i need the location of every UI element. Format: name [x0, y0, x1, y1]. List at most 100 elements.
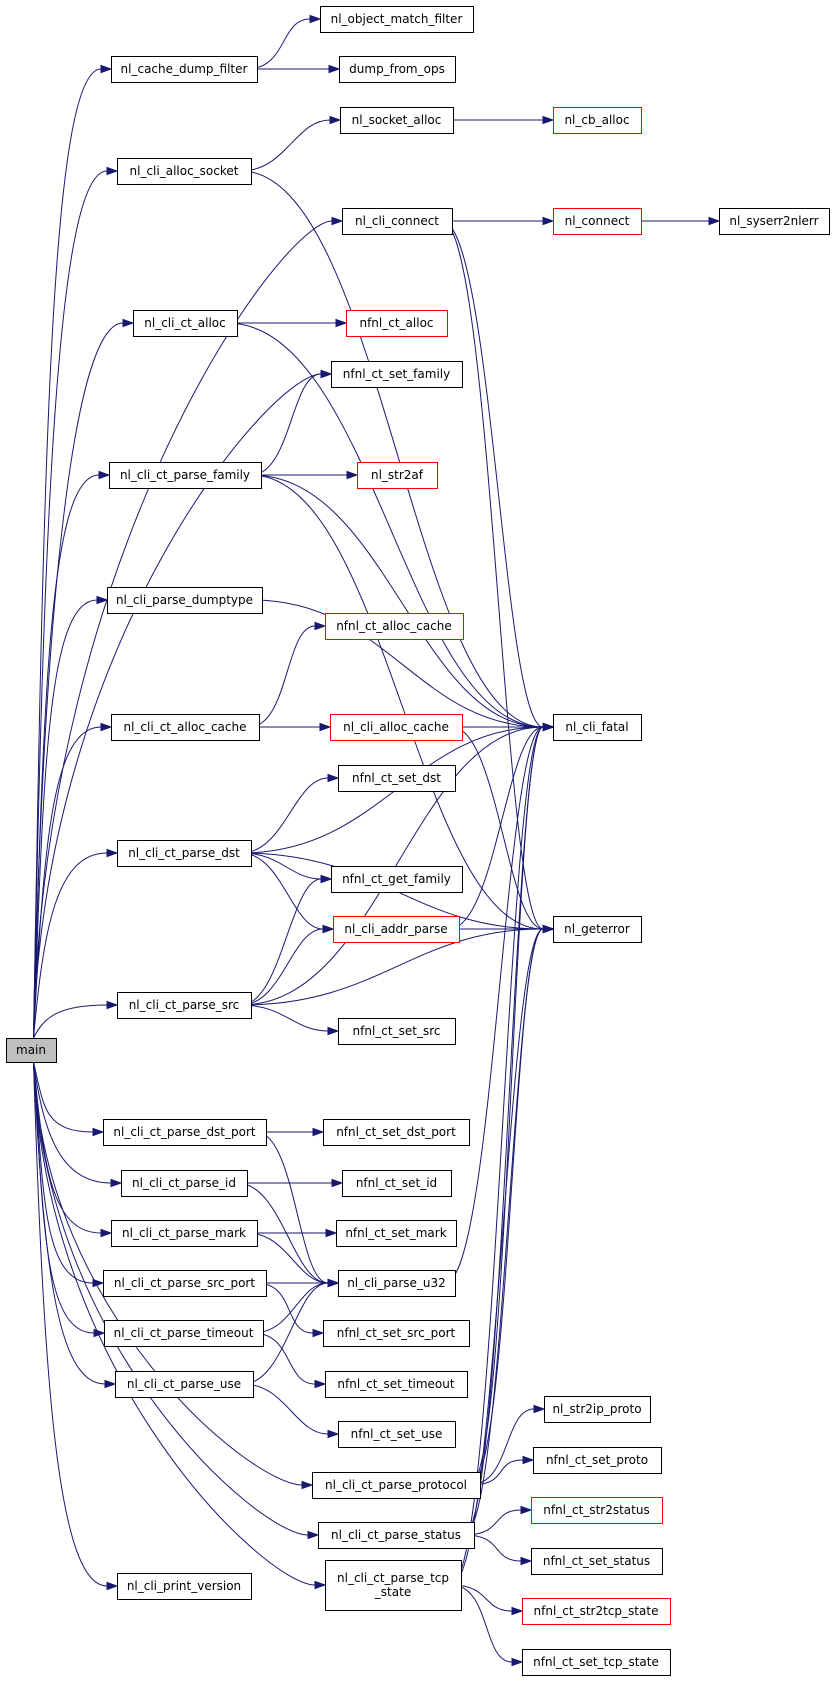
node-nl-cli-addr-parse[interactable]: nl_cli_addr_parse [333, 916, 460, 943]
node-nl-cli-ct-parse-tcp-state[interactable]: nl_cli_ct_parse_tcp_state [325, 1560, 462, 1611]
node-label: nl_cli_ct_parse_src [129, 998, 240, 1012]
node-label: nfnl_ct_set_use [351, 1427, 443, 1441]
node-nl-cli-ct-parse-protocol[interactable]: nl_cli_ct_parse_protocol [312, 1472, 481, 1499]
node-label: nfnl_ct_str2tcp_state [534, 1604, 659, 1618]
node-nl-cache-dump-filter[interactable]: nl_cache_dump_filter [111, 56, 258, 83]
edge-main-to-nl-cache-dump-filter [33, 64, 113, 1039]
node-nl-cli-alloc-cache[interactable]: nl_cli_alloc_cache [330, 714, 463, 741]
node-nfnl-ct-set-mark[interactable]: nfnl_ct_set_mark [336, 1220, 457, 1247]
node-label: nl_cli_ct_parse_src_port [114, 1276, 255, 1290]
edge-main-to-nl-cli-alloc-socket [33, 166, 119, 1039]
node-label: nl_cli_parse_u32 [347, 1276, 446, 1290]
edge-nl-cli-ct-parse-dst-to-nfnl-ct-get-family [240, 852, 333, 884]
node-nl-cli-ct-parse-timeout[interactable]: nl_cli_ct_parse_timeout [104, 1320, 264, 1347]
node-nfnl-ct-set-src[interactable]: nfnl_ct_set_src [338, 1018, 456, 1045]
node-nfnl-ct-alloc-cache[interactable]: nfnl_ct_alloc_cache [325, 613, 464, 640]
edge-main-to-nl-cli-parse-dumptype [33, 595, 109, 1039]
node-nl-cli-parse-u32[interactable]: nl_cli_parse_u32 [338, 1270, 456, 1297]
node-label: nl_str2af [371, 468, 424, 482]
node-nl-connect[interactable]: nl_connect [553, 208, 642, 235]
node-nfnl-ct-set-id[interactable]: nfnl_ct_set_id [342, 1170, 452, 1197]
node-label: nfnl_ct_set_family [343, 367, 450, 381]
node-nl-cli-connect[interactable]: nl_cli_connect [342, 208, 453, 235]
node-label: nl_cli_print_version [127, 1579, 241, 1593]
node-nfnl-ct-get-family[interactable]: nfnl_ct_get_family [331, 866, 463, 893]
node-label: nl_geterror [564, 922, 630, 936]
node-nl-cli-ct-parse-status[interactable]: nl_cli_ct_parse_status [318, 1522, 475, 1549]
node-label: nfnl_ct_set_dst [352, 771, 441, 785]
edge-nl-cli-ct-parse-dst-to-nfnl-ct-set-dst [240, 773, 340, 854]
node-label: nl_cli_alloc_cache [343, 720, 449, 734]
edge-nl-cli-connect-to-nl-geterror [441, 220, 555, 934]
node-label: nl_cli_ct_parse_family [120, 468, 250, 482]
node-label: nfnl_ct_set_dst_port [336, 1125, 456, 1139]
node-label: nfnl_ct_set_timeout [337, 1377, 454, 1391]
node-nfnl-ct-set-proto[interactable]: nfnl_ct_set_proto [533, 1447, 662, 1474]
node-nfnl-ct-set-timeout[interactable]: nfnl_ct_set_timeout [325, 1371, 468, 1398]
node-nl-object-match-filter[interactable]: nl_object_match_filter [320, 6, 474, 33]
node-label: dump_from_ops [349, 62, 445, 76]
node-nl-cli-parse-dumptype[interactable]: nl_cli_parse_dumptype [107, 587, 263, 614]
node-nfnl-ct-set-dst-port[interactable]: nfnl_ct_set_dst_port [323, 1119, 470, 1146]
node-nfnl-ct-set-dst[interactable]: nfnl_ct_set_dst [338, 765, 456, 792]
node-nl-cb-alloc[interactable]: nl_cb_alloc [553, 107, 642, 134]
node-label: nl_cli_ct_parse_dst_port [113, 1125, 256, 1139]
node-nl-cli-ct-parse-dst[interactable]: nl_cli_ct_parse_dst [117, 840, 252, 867]
node-nl-cli-ct-parse-src[interactable]: nl_cli_ct_parse_src [117, 992, 252, 1019]
node-label: nl_cli_addr_parse [344, 922, 447, 936]
node-nl-cli-ct-alloc[interactable]: nl_cli_ct_alloc [133, 310, 238, 337]
node-nl-cli-fatal[interactable]: nl_cli_fatal [553, 714, 642, 741]
node-label: nl_cli_alloc_socket [130, 164, 239, 178]
node-nl-cli-ct-parse-src-port[interactable]: nl_cli_ct_parse_src_port [103, 1270, 267, 1297]
node-label: nl_cli_ct_parse_tcp [337, 1571, 449, 1585]
edge-nl-cli-ct-parse-family-to-nfnl-ct-set-family [250, 369, 333, 476]
function-nodes: main nl_cache_dump_filter nl_object_match_… [6, 6, 830, 1676]
node-nl-cli-ct-parse-family[interactable]: nl_cli_ct_parse_family [109, 462, 262, 489]
edge-nl-cli-ct-parse-status-to-nl-cli-fatal [463, 722, 555, 1536]
node-label: nfnl_ct_set_src [353, 1024, 441, 1038]
edge-main-to-nl-cli-ct-parse-status [33, 1061, 320, 1540]
node-nl-cli-print-version[interactable]: nl_cli_print_version [117, 1573, 252, 1600]
edge-nl-cli-ct-parse-protocol-to-nl-geterror [469, 924, 555, 1486]
edge-nl-socket-alloc-to-nl-cb-alloc [443, 115, 555, 125]
node-nl-cli-ct-alloc-cache[interactable]: nl_cli_ct_alloc_cache [111, 714, 260, 741]
edge-nl-cli-ct-parse-family-to-nl-cli-fatal [250, 474, 555, 732]
edge-nl-cli-alloc-socket-to-nl-cli-fatal [240, 170, 555, 732]
node-dump-from-ops[interactable]: dump_from_ops [339, 56, 456, 83]
edge-main-to-nl-cli-ct-parse-family [33, 470, 111, 1039]
node-label: nfnl_ct_alloc [359, 316, 433, 330]
edge-nl-cli-ct-parse-protocol-to-nl-str2ip-proto [469, 1404, 546, 1486]
node-nl-cli-ct-parse-use[interactable]: nl_cli_ct_parse_use [115, 1371, 254, 1398]
node-nl-socket-alloc[interactable]: nl_socket_alloc [340, 107, 454, 134]
node-nl-str2af[interactable]: nl_str2af [357, 462, 438, 489]
node-nfnl-ct-set-family[interactable]: nfnl_ct_set_family [331, 361, 463, 388]
node-label: nfnl_ct_set_mark [345, 1226, 446, 1240]
edge-nl-cli-ct-parse-family-to-nl-geterror [250, 474, 555, 934]
node-nfnl-ct-set-use[interactable]: nfnl_ct_set_use [338, 1421, 456, 1448]
edge-nl-cli-ct-alloc-to-nfnl-ct-alloc [227, 318, 348, 328]
node-nl-cli-alloc-socket[interactable]: nl_cli_alloc_socket [117, 158, 252, 185]
edge-main-to-nl-cli-print-version [33, 1061, 119, 1591]
node-nfnl-ct-set-tcp-state[interactable]: nfnl_ct_set_tcp_state [522, 1649, 671, 1676]
node-nl-cli-ct-parse-id[interactable]: nl_cli_ct_parse_id [121, 1170, 248, 1197]
node-label: nl_cli_connect [355, 214, 439, 228]
node-nl-str2ip-proto[interactable]: nl_str2ip_proto [544, 1396, 651, 1423]
edge-nl-cli-connect-to-nl-connect [442, 216, 555, 226]
node-nl-syserr2nlerr[interactable]: nl_syserr2nlerr [719, 208, 830, 235]
edge-main-to-nl-cli-connect [33, 216, 344, 1039]
node-label: nl_object_match_filter [331, 12, 463, 26]
node-nfnl-ct-set-src-port[interactable]: nfnl_ct_set_src_port [323, 1320, 470, 1347]
node-nl-geterror[interactable]: nl_geterror [553, 916, 642, 943]
node-nl-cli-ct-parse-dst-port[interactable]: nl_cli_ct_parse_dst_port [103, 1119, 267, 1146]
node-label: nfnl_ct_set_proto [546, 1453, 648, 1467]
node-label: nfnl_ct_get_family [342, 872, 451, 886]
edge-nl-cli-ct-parse-src-to-nfnl-ct-set-src [240, 1004, 340, 1036]
node-label: nl_str2ip_proto [552, 1402, 641, 1416]
node-nfnl-ct-alloc[interactable]: nfnl_ct_alloc [346, 310, 448, 337]
node-main: main [6, 1038, 57, 1063]
node-nfnl-ct-str2status[interactable]: nfnl_ct_str2status [531, 1497, 663, 1524]
node-nfnl-ct-set-status[interactable]: nfnl_ct_set_status [531, 1548, 663, 1575]
node-nl-cli-ct-parse-mark[interactable]: nl_cli_ct_parse_mark [111, 1220, 258, 1247]
node-nfnl-ct-str2tcp-state[interactable]: nfnl_ct_str2tcp_state [522, 1598, 671, 1625]
